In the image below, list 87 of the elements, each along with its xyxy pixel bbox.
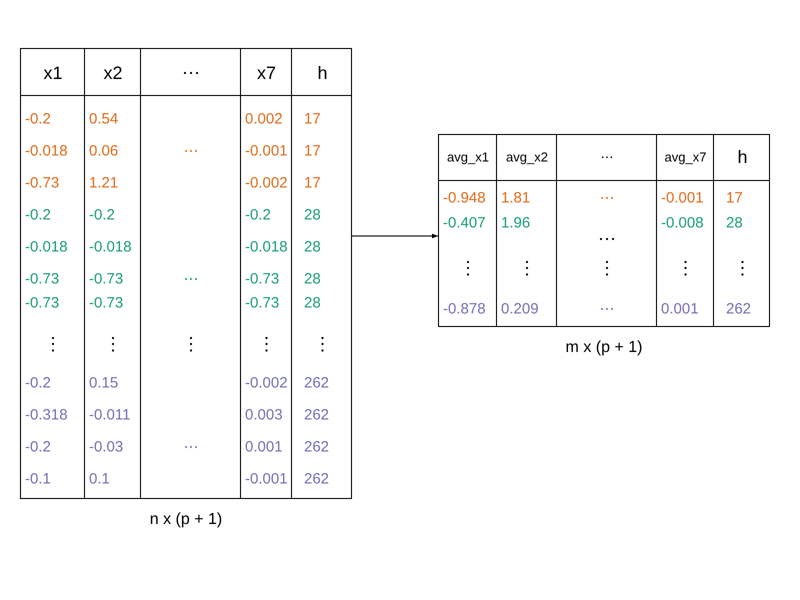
data-value: -0.018: [245, 240, 288, 254]
column-header: x2: [104, 64, 122, 82]
data-table: [20, 48, 352, 499]
data-value: -0.73: [245, 296, 280, 310]
arrow: [352, 234, 438, 238]
data-value: 1.96: [501, 216, 530, 230]
data-value: -0.001: [245, 472, 288, 486]
data-value: 17: [304, 144, 321, 158]
data-value: 0.06: [89, 144, 118, 158]
data-value: 262: [726, 302, 752, 316]
data-value: 1.21: [89, 176, 118, 190]
data-value: -0.73: [25, 176, 60, 190]
data-value: 0.209: [501, 302, 539, 316]
vertical-ellipsis: ⋮: [44, 335, 62, 353]
data-value: 0.001: [245, 440, 283, 454]
data-value: 28: [304, 272, 321, 286]
data-value: -0.878: [443, 302, 486, 316]
data-value: -0.73: [25, 272, 60, 286]
data-value: 262: [304, 472, 330, 486]
data-value: -0.011: [89, 408, 130, 422]
data-value: -0.73: [245, 272, 280, 286]
data-value: 0.1: [89, 472, 110, 486]
data-table: [438, 134, 770, 327]
data-value: 17: [304, 176, 321, 190]
data-value: 0.001: [661, 302, 699, 316]
table-caption: n x (p + 1): [150, 511, 222, 529]
ellipsis: ⋯: [184, 272, 198, 286]
vertical-ellipsis: ⋮: [676, 259, 694, 277]
data-value: 0.54: [89, 112, 118, 126]
data-value: -0.318: [25, 408, 68, 422]
vertical-ellipsis: ⋮: [598, 259, 616, 277]
data-value: -0.018: [25, 240, 68, 254]
data-value: -0.1: [25, 472, 51, 486]
data-value: -0.2: [25, 376, 51, 390]
ellipsis: ⋯: [600, 302, 614, 316]
data-value: 0.15: [89, 376, 118, 390]
ellipsis: ⋯: [598, 230, 616, 248]
ellipsis: ⋯: [182, 64, 200, 82]
data-value: 262: [304, 440, 330, 454]
data-value: 0.002: [245, 112, 283, 126]
data-value: -0.001: [245, 144, 288, 158]
data-value: 28: [726, 216, 743, 230]
column-header: avg_x1: [447, 150, 489, 164]
data-value: 262: [304, 408, 330, 422]
vertical-ellipsis: ⋮: [734, 259, 752, 277]
data-value: 28: [304, 296, 321, 310]
ellipsis: ⋯: [600, 190, 614, 206]
data-value: -0.948: [443, 190, 486, 206]
data-value: 28: [304, 208, 321, 222]
data-value: -0.73: [89, 272, 124, 286]
data-value: -0.2: [25, 440, 51, 454]
data-value: -0.018: [89, 240, 132, 254]
data-value: 28: [304, 240, 321, 254]
data-value: -0.2: [245, 208, 271, 222]
data-value: -0.2: [25, 112, 51, 126]
vertical-ellipsis: ⋮: [314, 335, 332, 353]
column-header: x1: [44, 64, 62, 82]
ellipsis: ⋯: [184, 144, 198, 158]
data-value: 262: [304, 376, 330, 390]
column-header: h: [738, 148, 748, 166]
vertical-ellipsis: ⋮: [518, 259, 536, 277]
data-value: -0.407: [443, 216, 486, 230]
data-value: 17: [304, 112, 321, 126]
data-value: -0.03: [89, 440, 124, 454]
data-value: -0.2: [25, 208, 51, 222]
data-value: -0.002: [245, 376, 288, 390]
vertical-ellipsis: ⋮: [459, 259, 477, 277]
column-header: avg_x7: [664, 150, 706, 164]
data-value: -0.018: [25, 144, 68, 158]
data-value: -0.008: [661, 216, 704, 230]
vertical-ellipsis: ⋮: [258, 335, 276, 353]
column-header: h: [318, 64, 328, 82]
table-caption: m x (p + 1): [566, 339, 642, 357]
data-value: 0.003: [245, 408, 283, 422]
data-value: -0.002: [245, 176, 288, 190]
vertical-ellipsis: ⋮: [104, 335, 122, 353]
data-value: 1.81: [501, 190, 530, 206]
column-header: avg_x2: [506, 150, 548, 164]
data-value: -0.73: [25, 296, 60, 310]
data-value: -0.001: [661, 190, 704, 206]
ellipsis: ⋯: [184, 440, 198, 454]
column-header: x7: [257, 64, 276, 82]
vertical-ellipsis: ⋮: [182, 335, 200, 353]
data-value: 17: [726, 190, 743, 206]
ellipsis: ⋯: [600, 150, 614, 164]
data-value: -0.2: [89, 208, 115, 222]
data-value: -0.73: [89, 296, 124, 310]
